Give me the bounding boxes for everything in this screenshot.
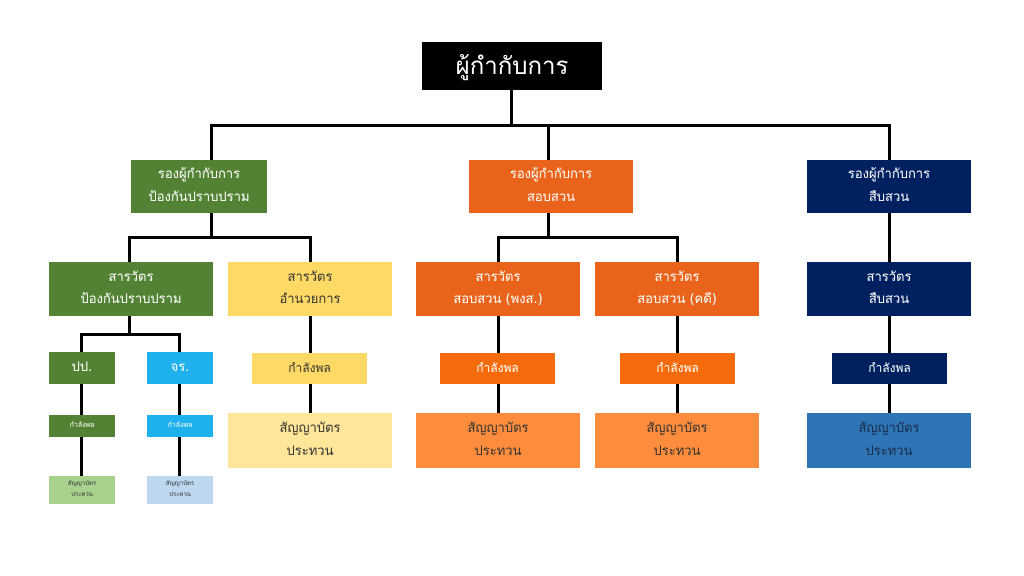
connector-line [676, 315, 679, 353]
connector-line [888, 212, 891, 262]
manpower-label: กำลังพล [868, 361, 911, 376]
roster-line2: ประทวน [653, 443, 701, 459]
connector-line [497, 383, 500, 413]
connector-line [888, 124, 891, 160]
node-subtitle: สอบสวน (คดี) [637, 292, 717, 307]
connector-line [80, 436, 83, 476]
roster-line1: สัญญาบัตร [67, 480, 97, 488]
node-title: สารวัตร [108, 269, 154, 285]
manpower-label: กำลังพล [69, 421, 95, 430]
node-subtitle: อำนวยการ [279, 292, 341, 307]
roster-node-traffic: สัญญาบัตร ประทวน [147, 476, 213, 504]
node-subtitle: สอบสวน (พงส.) [453, 292, 543, 307]
manpower-label: กำลังพล [476, 361, 519, 376]
roster-node-investigation-officer: สัญญาบัตร ประทวน [416, 413, 580, 468]
connector-line [128, 236, 131, 262]
node-subtitle: ป้องกันปราบปราม [80, 292, 182, 307]
connector-line [309, 315, 312, 353]
connector-line [547, 124, 550, 160]
connector-line [309, 236, 312, 262]
connector-line [676, 236, 679, 262]
deputy-node-investigation: รองผู้กำกับการ สอบสวน [469, 160, 633, 213]
roster-line2: ประทวน [169, 491, 191, 498]
node-title: สารวัตร [654, 269, 700, 285]
deputy-node-prevention: รองผู้กำกับการ ป้องกันปราบปราม [131, 160, 267, 213]
connector-line [210, 124, 213, 160]
roster-node-administration: สัญญาบัตร ประทวน [228, 413, 392, 468]
connector-line [80, 333, 83, 353]
node-subtitle: สอบสวน [526, 189, 576, 205]
connector-line [128, 315, 131, 335]
unit-label: ปป. [71, 359, 93, 375]
node-title: รองผู้กำกับการ [847, 167, 931, 183]
connector-line [178, 333, 181, 353]
manpower-node-investigation-officer: กำลังพล [440, 353, 555, 384]
connector-line [497, 315, 500, 353]
manpower-node-administration: กำลังพล [252, 353, 367, 384]
connector-line [309, 383, 312, 413]
manpower-node-patrol: กำลังพล [49, 415, 115, 437]
inspector-node-prevention: สารวัตร ป้องกันปราบปราม [49, 262, 213, 316]
manpower-label: กำลังพล [656, 361, 699, 376]
node-subtitle: ป้องกันปราบปราม [148, 189, 250, 205]
inspector-node-investigation-case: สารวัตร สอบสวน (คดี) [595, 262, 759, 316]
inspector-node-investigation-officer: สารวัตร สอบสวน (พงส.) [416, 262, 580, 316]
inspector-node-detective: สารวัตร สืบสวน [807, 262, 971, 316]
connector-line [210, 124, 891, 127]
deputy-node-detective: รองผู้กำกับการ สืบสวน [807, 160, 971, 213]
connector-line [497, 236, 500, 262]
root-label: ผู้กำกับการ [455, 51, 569, 80]
manpower-label: กำลังพล [288, 361, 331, 376]
connector-line [80, 383, 83, 415]
node-title: สารวัตร [287, 269, 333, 285]
connector-line [676, 383, 679, 413]
roster-line2: ประทวน [286, 443, 334, 459]
unit-label: จร. [170, 359, 190, 375]
roster-line2: ประทวน [71, 491, 93, 498]
manpower-node-investigation-case: กำลังพล [620, 353, 735, 384]
connector-line [128, 236, 312, 239]
roster-line1: สัญญาบัตร [858, 421, 920, 437]
connector-line [178, 383, 181, 415]
roster-line2: ประทวน [474, 443, 522, 459]
connector-line [210, 212, 213, 238]
connector-line [547, 212, 550, 238]
connector-line [888, 315, 891, 353]
unit-node-traffic: จร. [147, 352, 213, 384]
roster-line1: สัญญาบัตร [467, 421, 529, 437]
node-title: สารวัตร [475, 269, 521, 285]
roster-line2: ประทวน [865, 443, 913, 459]
connector-line [510, 90, 513, 126]
node-title: สารวัตร [866, 269, 912, 285]
roster-line1: สัญญาบัตร [646, 421, 708, 437]
root-node-superintendent: ผู้กำกับการ [422, 42, 602, 90]
roster-node-investigation-case: สัญญาบัตร ประทวน [595, 413, 759, 468]
connector-line [888, 383, 891, 413]
roster-node-patrol: สัญญาบัตร ประทวน [49, 476, 115, 504]
connector-line [178, 436, 181, 476]
node-subtitle: สืบสวน [868, 292, 910, 307]
connector-line [80, 333, 181, 336]
node-title: รองผู้กำกับการ [157, 167, 241, 183]
roster-line1: สัญญาบัตร [279, 421, 341, 437]
manpower-node-traffic: กำลังพล [147, 415, 213, 437]
roster-node-detective: สัญญาบัตร ประทวน [807, 413, 971, 468]
node-title: รองผู้กำกับการ [509, 167, 593, 183]
connector-line [497, 236, 679, 239]
node-subtitle: สืบสวน [868, 189, 910, 205]
roster-line1: สัญญาบัตร [165, 480, 195, 488]
manpower-label: กำลังพล [167, 421, 193, 430]
unit-node-patrol: ปป. [49, 352, 115, 384]
manpower-node-detective: กำลังพล [832, 353, 947, 384]
inspector-node-administration: สารวัตร อำนวยการ [228, 262, 392, 316]
